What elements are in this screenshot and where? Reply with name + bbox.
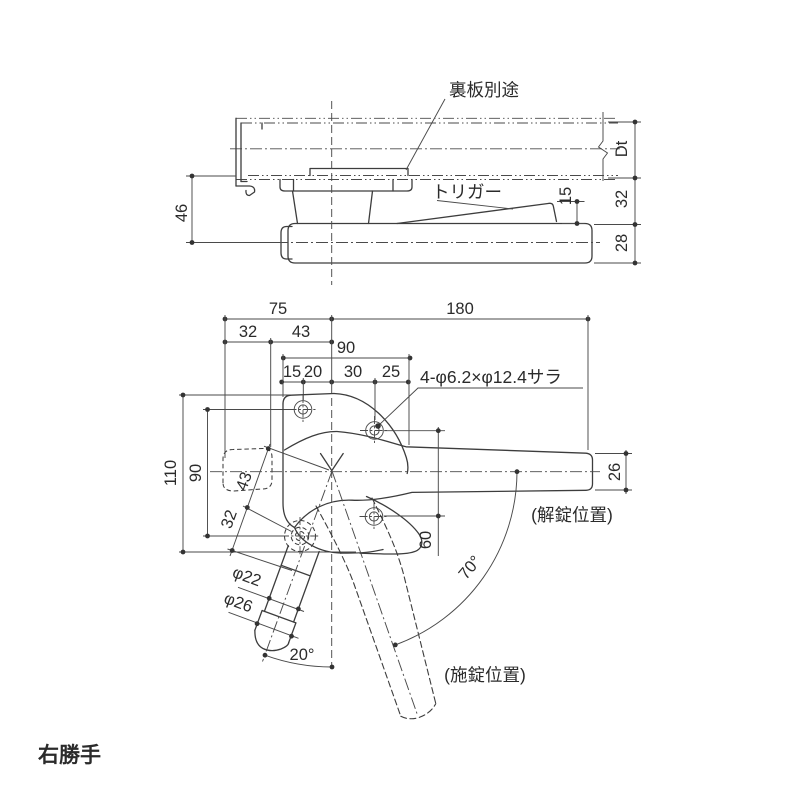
dim-25-seg: 25 [382, 363, 400, 381]
trigger-slope [396, 202, 550, 225]
lever-width-dimension: 26 [595, 450, 632, 494]
angle-20-label: 20° [290, 646, 315, 664]
back-plate [309, 167, 409, 177]
grip-shaft [254, 470, 333, 662]
grip-centerline [262, 470, 333, 662]
dim-110: 110 [162, 460, 180, 486]
swing-arcs: 70° 20° [262, 469, 520, 670]
dim-46: 46 [173, 204, 191, 222]
trigger-edge [548, 202, 558, 223]
trigger-label: トリガー [432, 182, 502, 202]
backplate-leader [405, 98, 446, 171]
dim-30-seg: 30 [344, 363, 362, 381]
dim-75: 75 [269, 300, 287, 318]
hole-callout: 4-φ6.2×φ12.4サラ [375, 367, 583, 429]
section-centerlines [196, 101, 600, 285]
screw-hole-top-right [360, 416, 389, 445]
section-labels: 裏板別途 トリガー [405, 80, 519, 210]
dim-43-offset: 43 [292, 323, 310, 341]
angle-70-label: 70° [455, 552, 485, 583]
dim-32-offset: 32 [239, 323, 257, 341]
dim-20-seg: 20 [304, 363, 322, 381]
dim-15-seg: 15 [283, 363, 301, 381]
backplate-label: 裏板別途 [449, 80, 519, 100]
dim-60: 60 [417, 531, 435, 549]
dim-26: 26 [606, 463, 624, 481]
arc-20 [264, 654, 333, 668]
break-line [597, 112, 609, 181]
screw-holes [281, 395, 389, 555]
dim-43-grip: 43 [233, 470, 256, 493]
arc-70 [395, 471, 518, 646]
lever-locked-ghost [315, 470, 437, 720]
dim-phi26: φ26 [221, 589, 254, 616]
screw-hole-top-left [288, 395, 318, 424]
handing-note: 右勝手 [38, 743, 101, 767]
frame-phantom-lines [230, 117, 620, 180]
grip-angled-dimensions: 43 32 [218, 443, 330, 571]
dim-90-height: 90 [187, 464, 205, 482]
lock-position-label: (施錠位置) [444, 665, 526, 685]
hole-pitch-dimension: 60 [384, 427, 445, 556]
lock-centerline [331, 470, 418, 716]
dim-dt: Dt [613, 140, 631, 157]
section-view: 46 Dt 32 28 15 裏板別途 トリガー [173, 80, 641, 285]
hidden-tongue [222, 447, 273, 492]
section-dimensions: 46 Dt 32 28 15 [173, 119, 641, 266]
dim-phi22: φ22 [230, 563, 263, 590]
grip-diameter-dimensions: φ22 φ26 [221, 563, 305, 639]
plan-left-dimensions: 110 90 [162, 392, 356, 555]
pivot-mark [319, 452, 344, 472]
hole-callout-label: 4-φ6.2×φ12.4サラ [420, 367, 562, 387]
dim-180: 180 [446, 300, 474, 318]
grip-end-cap [254, 629, 290, 652]
frame-channel-section [235, 117, 263, 197]
dim-15-section: 15 [557, 187, 575, 205]
dim-28-section: 28 [613, 234, 631, 252]
dim-32-grip: 32 [218, 508, 241, 531]
dim-32-section: 32 [613, 190, 631, 208]
plan-view: 75 180 32 43 90 15 20 30 25 110 90 [162, 300, 632, 720]
dim-90-span: 90 [337, 339, 355, 357]
unlock-position-label: (解錠位置) [531, 505, 613, 525]
trigger-leader [436, 200, 514, 210]
handle-section [279, 178, 593, 264]
base-plate [282, 392, 423, 555]
screw-hole-bottom-right [359, 502, 389, 531]
screw-hole-hidden [281, 517, 319, 555]
plan-top-dimensions: 75 180 32 43 90 15 20 30 25 [222, 300, 591, 667]
